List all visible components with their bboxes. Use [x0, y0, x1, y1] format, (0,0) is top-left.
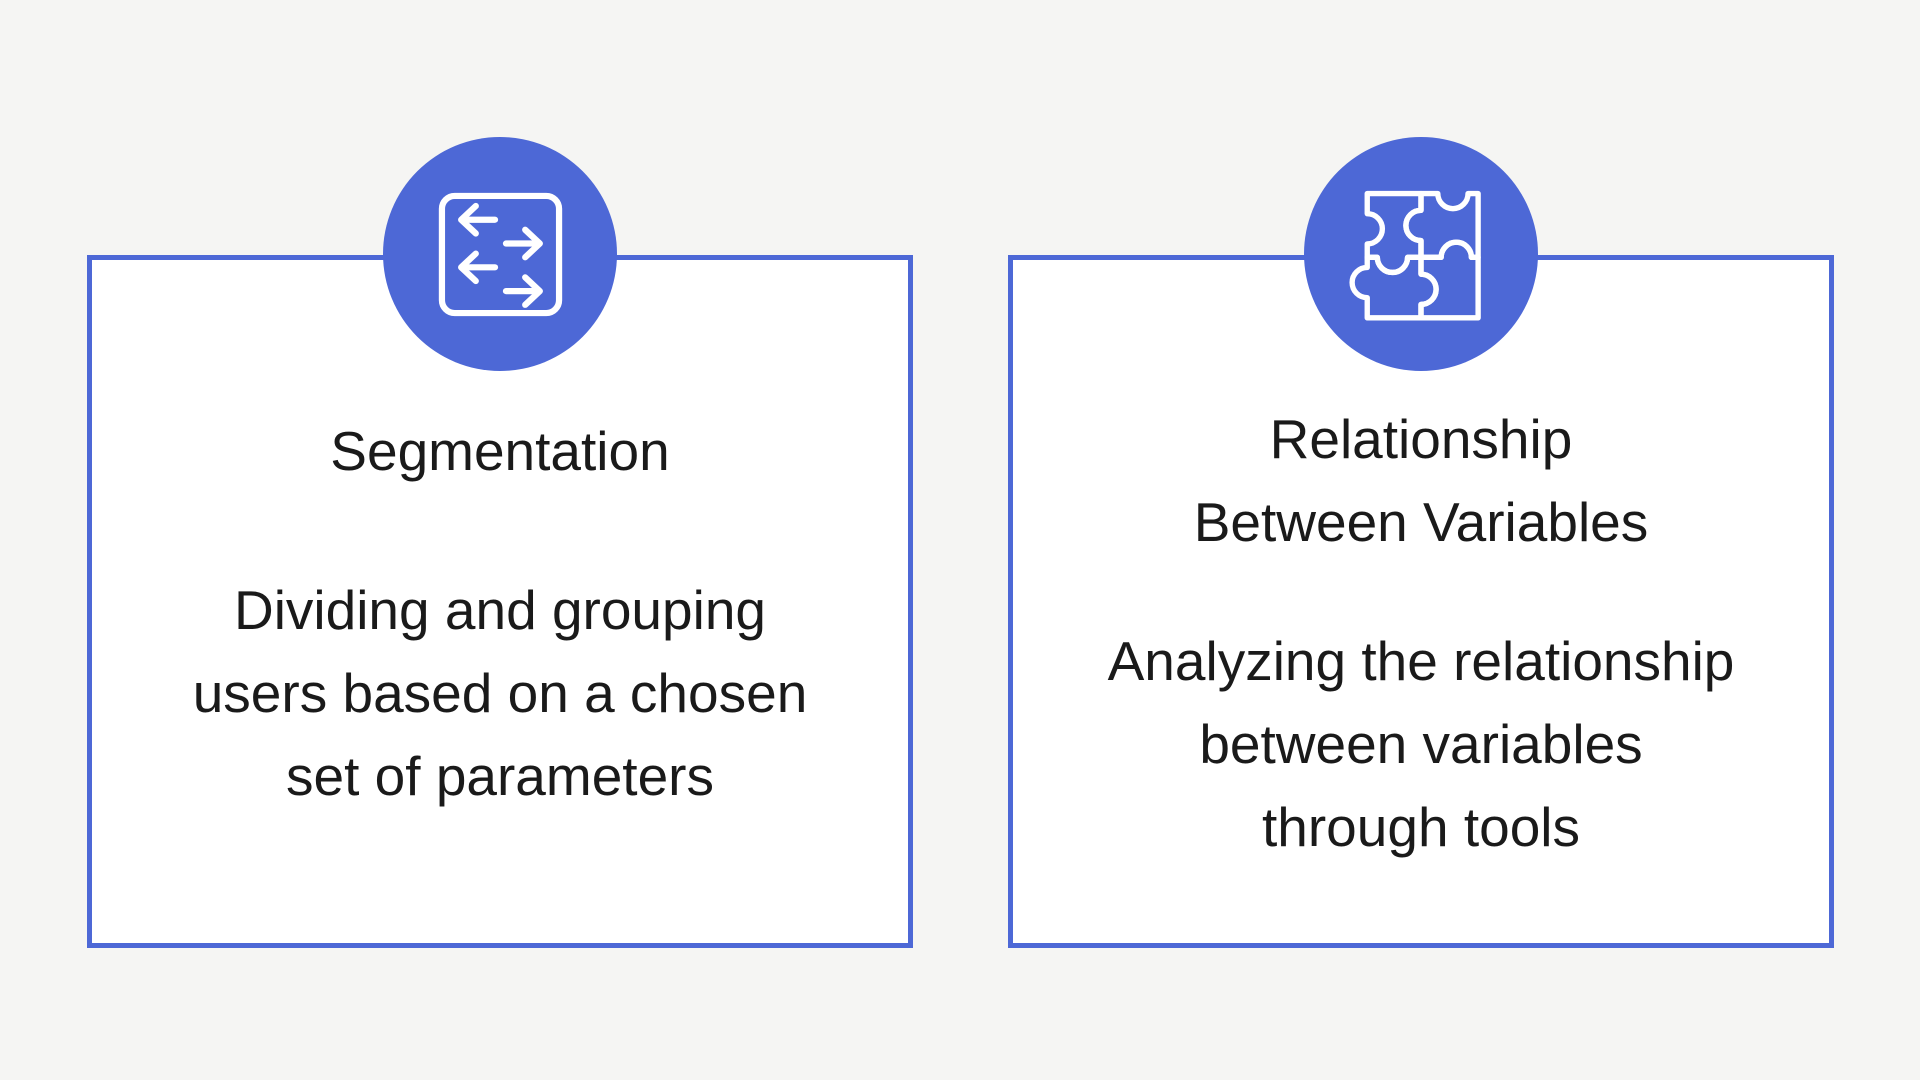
- card-title: Segmentation: [330, 420, 670, 482]
- card-description: Analyzing the relationship between varia…: [1107, 630, 1735, 858]
- segmentation-icon-badge: [383, 137, 617, 371]
- puzzle-icon: [1349, 190, 1481, 321]
- card-description: Dividing and grouping users based on a c…: [192, 579, 808, 807]
- relationship-icon-badge: [1304, 137, 1538, 371]
- card-segmentation: Segmentation Dividing and grouping users…: [87, 137, 913, 948]
- split-arrows-icon: [438, 192, 562, 316]
- card-title: Relationship Between Variables: [1193, 408, 1649, 553]
- card-relationship-between-variables: Relationship Between Variables Analyzing…: [1008, 137, 1834, 948]
